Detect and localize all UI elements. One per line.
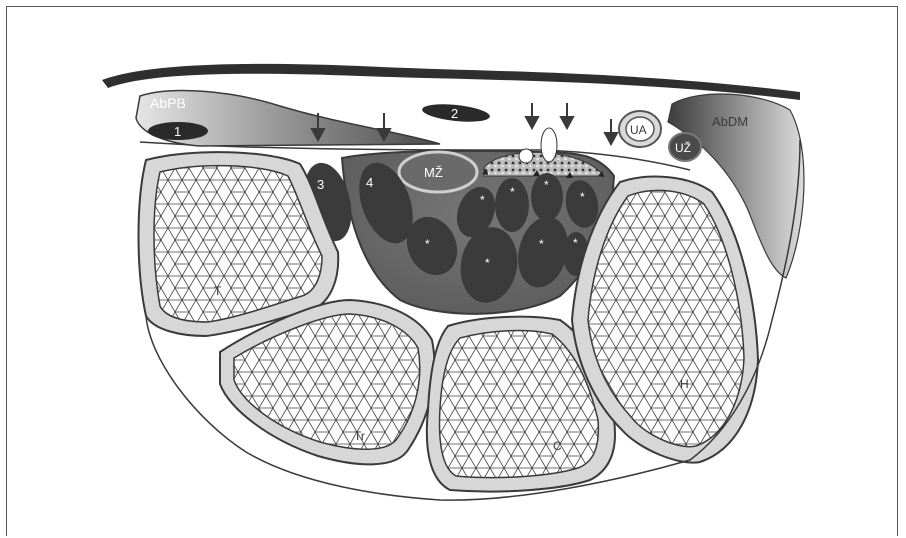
bone-t-label: T xyxy=(214,284,222,298)
arrow-4 xyxy=(561,103,573,128)
tendon-f-star: * xyxy=(485,256,490,270)
tendon-e-star: * xyxy=(425,237,430,251)
arrow-3 xyxy=(526,103,538,128)
mz-label: MŽ xyxy=(424,165,443,180)
bone-tr-label: Tr xyxy=(354,429,365,443)
white-vessel xyxy=(541,128,557,162)
tendon-g-star: * xyxy=(539,237,544,251)
tendon-h-star: * xyxy=(573,236,578,250)
arrow-5 xyxy=(605,119,617,144)
bone-h-label: H xyxy=(680,377,689,391)
tendon-c-star: * xyxy=(544,178,549,192)
structure-1-label: 1 xyxy=(174,124,181,139)
abpb-label: AbPB xyxy=(150,95,186,111)
structure-2-label: 2 xyxy=(451,106,458,121)
uz-label: UŽ xyxy=(675,140,691,155)
tendon-b-star: * xyxy=(510,185,515,199)
tendon-d-star: * xyxy=(580,190,585,204)
ua-label: UA xyxy=(630,123,647,137)
white-nerve-dot xyxy=(519,149,533,163)
tendon-4-label: 4 xyxy=(366,175,373,190)
tendon-a-star: * xyxy=(480,193,485,207)
tendon-3-label: 3 xyxy=(317,177,324,192)
abdm-label: AbDM xyxy=(712,114,748,129)
bone-c-label: C xyxy=(553,439,562,453)
